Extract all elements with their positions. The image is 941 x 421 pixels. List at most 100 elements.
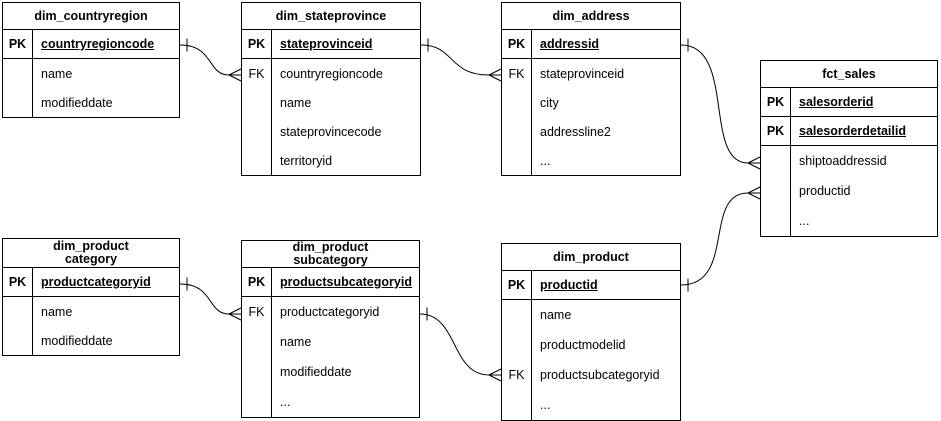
entity-title: dim_product subcategory xyxy=(242,241,419,268)
column-row: name xyxy=(3,297,179,326)
column-row: modifieddate xyxy=(242,357,419,387)
column-row: FK productsubcategoryid xyxy=(502,360,680,390)
column-row: shiptoaddressid xyxy=(761,146,937,176)
column-row: PK stateprovinceid xyxy=(242,30,420,59)
column-row: PK addressid xyxy=(502,30,680,59)
fk-label: FK xyxy=(248,305,265,319)
column-name: ... xyxy=(799,214,810,228)
column-name: productid xyxy=(540,278,598,292)
column-row: modifieddate xyxy=(3,88,179,117)
relationship-address-fctsales[interactable] xyxy=(680,38,761,170)
pk-label: PK xyxy=(507,37,526,51)
column-row: PK productid xyxy=(502,271,680,300)
relationship-category-subcategory[interactable] xyxy=(179,277,242,321)
column-name: modifieddate xyxy=(41,95,113,110)
column-name: productsubcategoryid xyxy=(280,275,412,289)
column-name: name xyxy=(41,66,73,81)
key-column-divider xyxy=(790,88,791,236)
column-name: ... xyxy=(540,153,551,168)
column-name: salesorderid xyxy=(799,95,874,109)
pk-label: PK xyxy=(247,275,266,289)
pk-label: PK xyxy=(8,275,27,289)
relationship-subcategory-product[interactable] xyxy=(419,307,502,382)
column-name: addressid xyxy=(540,37,600,51)
entity-title: dim_address xyxy=(502,3,680,30)
entity-dim-address[interactable]: dim_address PK addressid FK stateprovinc… xyxy=(501,2,681,176)
key-column-divider xyxy=(531,271,532,420)
column-row: PK salesorderid xyxy=(761,88,937,117)
crow-foot xyxy=(228,307,242,321)
column-name: modifieddate xyxy=(280,365,352,379)
column-row: modifieddate xyxy=(3,326,179,355)
key-column-divider xyxy=(32,268,33,355)
column-row: FK countryregioncode xyxy=(242,59,420,88)
crow-foot xyxy=(488,68,502,82)
column-row: ... xyxy=(502,146,680,175)
relationship-countryregion-stateprovince[interactable] xyxy=(179,38,242,82)
column-name: productsubcategoryid xyxy=(540,368,660,382)
column-row: addressline2 xyxy=(502,117,680,146)
entity-dim-product-category[interactable]: dim_product category PK productcategoryi… xyxy=(2,238,180,356)
column-name: name xyxy=(280,95,312,110)
column-row: territoryid xyxy=(242,146,420,175)
key-column-divider xyxy=(531,30,532,175)
column-name: territoryid xyxy=(280,153,333,168)
column-row: stateprovincecode xyxy=(242,117,420,146)
column-name: name xyxy=(540,308,572,322)
column-row: city xyxy=(502,88,680,117)
column-row: productid xyxy=(761,176,937,206)
relationship-product-fctsales[interactable] xyxy=(680,186,761,292)
entity-title: dim_product category xyxy=(3,239,179,268)
entity-dim-product-subcategory[interactable]: dim_product subcategory PK productsubcat… xyxy=(241,240,420,418)
pk-label: PK xyxy=(766,124,785,138)
pk-label: PK xyxy=(247,37,266,51)
key-column-divider xyxy=(271,268,272,417)
column-row: name xyxy=(242,88,420,117)
column-row: productmodelid xyxy=(502,330,680,360)
column-name: productcategoryid xyxy=(280,305,380,319)
column-name: shiptoaddressid xyxy=(799,154,887,168)
key-column-divider xyxy=(32,30,33,117)
column-name: city xyxy=(540,95,559,110)
entity-dim-countryregion[interactable]: dim_countryregion PK countryregioncode n… xyxy=(2,2,180,118)
entity-title: fct_sales xyxy=(761,61,937,88)
column-row: name xyxy=(502,300,680,330)
crow-foot xyxy=(228,68,242,82)
crow-foot xyxy=(747,186,761,200)
column-row: name xyxy=(242,327,419,357)
fk-label: FK xyxy=(248,66,265,81)
entity-dim-product[interactable]: dim_product PK productid name productmod… xyxy=(501,243,681,421)
column-name: ... xyxy=(280,395,291,409)
column-name: productcategoryid xyxy=(41,275,151,289)
entity-fct-sales[interactable]: fct_sales PK salesorderid PK salesorderd… xyxy=(760,60,938,237)
column-row: ... xyxy=(242,387,419,417)
key-column-divider xyxy=(271,30,272,175)
column-name: countryregioncode xyxy=(280,66,383,81)
pk-label: PK xyxy=(507,278,526,292)
pk-label: PK xyxy=(8,37,27,51)
fk-label: FK xyxy=(508,66,525,81)
column-name: countryregioncode xyxy=(41,37,155,51)
column-row: PK salesorderdetailid xyxy=(761,117,937,146)
column-name: productmodelid xyxy=(540,338,626,352)
entity-title: dim_countryregion xyxy=(3,3,179,30)
column-row: ... xyxy=(761,206,937,236)
column-name: salesorderdetailid xyxy=(799,124,906,138)
entity-dim-stateprovince[interactable]: dim_stateprovince PK stateprovinceid FK … xyxy=(241,2,421,176)
fk-label: FK xyxy=(508,368,525,382)
column-row: FK stateprovinceid xyxy=(502,59,680,88)
pk-label: PK xyxy=(766,95,785,109)
column-name: stateprovincecode xyxy=(280,124,382,139)
column-name: stateprovinceid xyxy=(540,66,625,81)
column-row: PK countryregioncode xyxy=(3,30,179,59)
column-name: productid xyxy=(799,184,851,198)
column-row: PK productcategoryid xyxy=(3,268,179,297)
crow-foot xyxy=(488,368,502,382)
relationship-stateprovince-address[interactable] xyxy=(420,38,502,82)
entity-title: dim_product xyxy=(502,244,680,271)
column-row: name xyxy=(3,59,179,88)
column-name: stateprovinceid xyxy=(280,37,373,51)
column-name: name xyxy=(41,304,73,319)
column-name: modifieddate xyxy=(41,333,113,348)
